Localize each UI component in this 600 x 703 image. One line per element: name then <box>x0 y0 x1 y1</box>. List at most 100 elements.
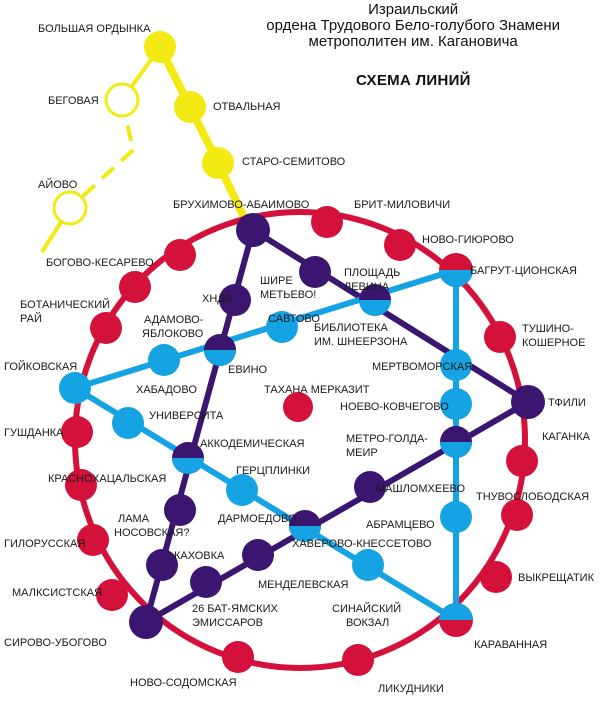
label-botanicheskiy-1: БОТАНИЧЕСКИЙ <box>20 298 110 311</box>
station-karavannaya[interactable] <box>439 603 473 637</box>
label-shire-1: ШИРЕ <box>260 275 293 287</box>
label-krasnohal: КРАСНОХАЦАЛЬСКАЯ <box>48 473 166 485</box>
station-mertvomorskaya[interactable] <box>440 349 472 381</box>
station-habadovo[interactable] <box>148 344 180 376</box>
label-darmoedovo: ДАРМОЕДОВО <box>218 513 297 525</box>
station-shire-metevo[interactable] <box>299 256 331 288</box>
label-novo-giurovo: НОВО-ГИЮРОВО <box>422 234 514 246</box>
station-metro-golda-meir[interactable] <box>440 426 472 458</box>
label-mashlomheevo: МАШЛОМХЕЕВО <box>376 483 466 495</box>
label-metro-1: МЕТРО-ГОЛДА- <box>346 433 428 445</box>
label-gilorusskaya: ГИЛОРУССКАЯ <box>4 538 85 550</box>
station-staro-semitovo[interactable] <box>202 147 234 179</box>
label-habadovo: ХАБАДОВО <box>136 384 197 396</box>
label-biblioteka-1: БИБЛИОТЕКА <box>314 322 388 334</box>
label-mendeleevskaya: МЕНДЕЛЕВСКАЯ <box>258 579 348 591</box>
label-lama-2: НОСОВСКАЯ? <box>114 527 189 539</box>
station-noevo-kovchegovo[interactable] <box>440 388 472 420</box>
station-26-bat-yamskih[interactable] <box>190 566 222 598</box>
station-lama-nosovskaya[interactable] <box>164 494 196 526</box>
label-tushino-1: ТУШИНО- <box>522 323 574 335</box>
label-sirovo: СИРОВО-УБОГОВО <box>4 637 107 649</box>
label-ploshchad-2: ЛЕВИНА <box>344 281 390 293</box>
station-bagrut-cionskaya[interactable] <box>439 253 473 287</box>
station-goikovskaya[interactable] <box>59 372 91 404</box>
label-biblioteka-2: ИМ. ШНЕЕРЗОНА <box>314 336 408 348</box>
station-tfili[interactable] <box>511 385 545 419</box>
label-staro-semitovo: СТАРО-СЕМИТОВО <box>242 156 346 168</box>
station-universita[interactable] <box>112 407 144 439</box>
station-likudniki[interactable] <box>342 644 374 676</box>
label-bagrut-cionskaya: БАГРУТ-ЦИОНСКАЯ <box>470 265 577 277</box>
header-line-1: Израильский <box>368 1 459 18</box>
station-bolshaya-ordynka[interactable] <box>144 31 176 63</box>
station-vykreshchatik[interactable] <box>480 561 512 593</box>
label-goikovskaya: ГОЙКОВСКАЯ <box>4 360 77 373</box>
station-bruhimovo-abaimovo[interactable] <box>236 213 270 247</box>
label-aiovo: АЙОВО <box>38 178 78 191</box>
label-evino: ЕВИНО <box>228 364 268 376</box>
station-begovaya[interactable] <box>104 82 140 118</box>
label-akkodemicheskaya: АККОДЕМИЧЕСКАЯ <box>200 438 305 450</box>
label-sinaiskiy-1: СИНАЙСКИЙ <box>332 602 401 615</box>
label-universita: УНИВЕРСИТА <box>149 410 224 422</box>
label-bruhimovo-abaimovo: БРУХИМОВО-АБАИМОВО <box>173 199 310 211</box>
station-tahana-merkazit[interactable] <box>283 392 313 422</box>
station-bogovo-kesarevo[interactable] <box>164 239 196 271</box>
station-novo-sodomskaya[interactable] <box>222 641 254 673</box>
label-bat-1: 26 БАТ-ЯМСКИХ <box>192 603 278 615</box>
label-shire-2: МЕТЬЕВО! <box>260 289 316 301</box>
station-mendeleevskaya[interactable] <box>242 539 274 571</box>
station-abramcevo[interactable] <box>440 501 472 533</box>
station-malksistskaya[interactable] <box>96 579 128 611</box>
label-otvalnaya: ОТВАЛЬНАЯ <box>213 101 281 113</box>
label-bogovo-kesarevo: БОГОВО-КЕСАРЕВО <box>46 257 154 269</box>
label-ploshchad-1: ПЛОЩАДЬ <box>344 267 400 279</box>
station-red-5[interactable] <box>90 312 122 344</box>
station-brit-milovichi[interactable] <box>311 206 343 238</box>
station-haverovo-knessetovo[interactable] <box>289 510 321 542</box>
label-lama-1: ЛАМА <box>118 513 150 525</box>
label-vykreshchatik: ВЫКРЕЩАТИК <box>518 572 595 584</box>
label-kahovka: КАХОВКА <box>174 550 225 562</box>
label-malksistskaya: МАЛКСИСТСКАЯ <box>12 587 102 599</box>
station-tnuvoslobodskaya[interactable] <box>501 499 533 531</box>
station-gilorusskaya[interactable] <box>77 524 109 556</box>
station-mashlomheevo[interactable] <box>354 471 386 503</box>
yellow-line-track <box>156 45 254 232</box>
station-akkodemicheskaya[interactable] <box>172 442 204 474</box>
map-header: Израильский ордена Трудового Бело-голубо… <box>266 2 560 50</box>
station-ploshchad-levina[interactable] <box>359 284 391 316</box>
station-sirovo-ubogovo[interactable] <box>129 605 163 639</box>
label-metro-2: МЕИР <box>346 447 378 459</box>
station-aiovo[interactable] <box>52 190 88 226</box>
label-karavannaya: КАРАВАННАЯ <box>474 639 547 651</box>
station-savtovo[interactable] <box>266 311 298 343</box>
station-krasnohal[interactable] <box>65 469 97 501</box>
header-line-2: ордена Трудового Бело-голубого Знамени <box>266 17 560 34</box>
label-abramcevo: АБРАМЦЕВО <box>366 519 435 531</box>
label-tushino-2: КОШЕРНОЕ <box>522 337 585 349</box>
station-kahovka[interactable] <box>146 549 178 581</box>
label-brit-milovichi: БРИТ-МИЛОВИЧИ <box>354 199 450 211</box>
label-adamovo-1: АДАМОВО- <box>144 314 204 326</box>
label-savtovo: САВТОВО <box>268 313 320 325</box>
station-gercplinki[interactable] <box>226 474 258 506</box>
label-tnuvoslobodskaya: ТНУВОСЛОБОДСКАЯ <box>476 491 589 503</box>
station-adamovo-yablokovo[interactable] <box>204 334 236 366</box>
station-tushino[interactable] <box>484 321 516 353</box>
purple-line <box>141 225 534 629</box>
station-gushdanka[interactable] <box>61 416 93 448</box>
label-bat-2: ЭМИССАРОВ <box>192 617 263 629</box>
station-otvalnaya[interactable] <box>174 91 206 123</box>
label-bolshaya-ordynka: БОЛЬШАЯ ОРДЫНКА <box>38 23 151 35</box>
schema-title: СХЕМА ЛИНИЙ <box>356 72 471 89</box>
station-kaganka[interactable] <box>506 445 538 477</box>
station-botanicheskiy[interactable] <box>119 271 151 303</box>
label-likudniki: ЛИКУДНИКИ <box>378 683 444 695</box>
station-novo-giurovo[interactable] <box>384 229 416 261</box>
label-kaganka: КАГАНКА <box>542 431 591 443</box>
station-hndv[interactable] <box>219 284 251 316</box>
station-sinaiskiy-vokzal[interactable] <box>352 549 384 581</box>
